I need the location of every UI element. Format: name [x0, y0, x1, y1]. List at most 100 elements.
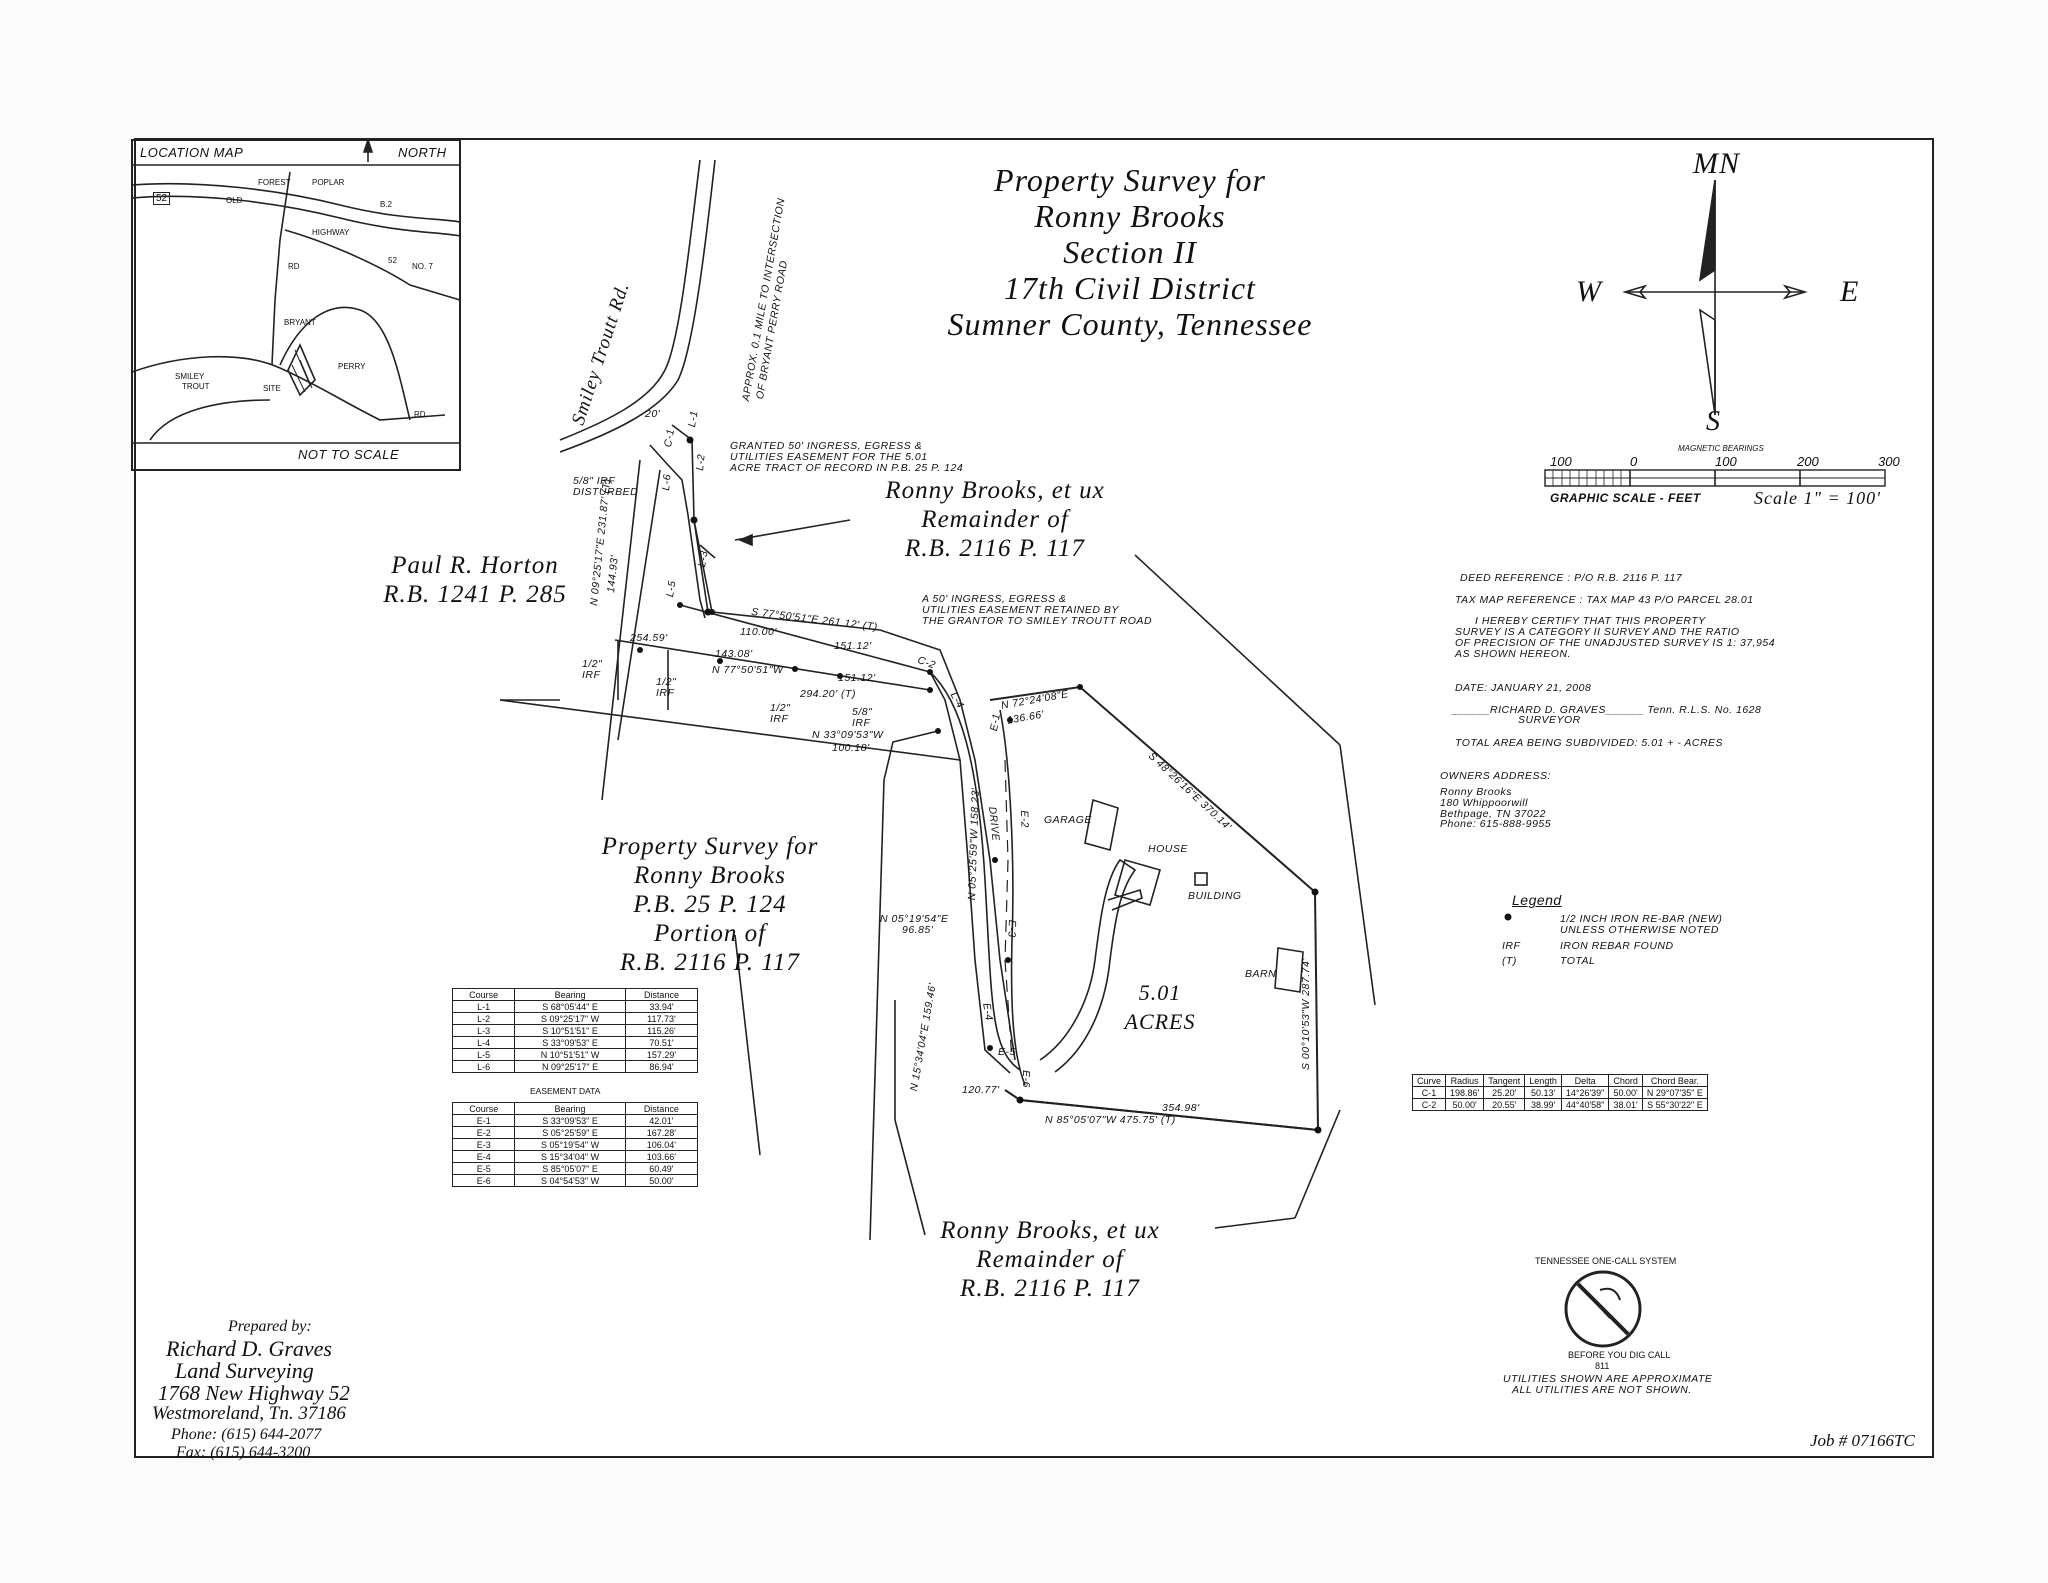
curve-table-header-5: Chord	[1608, 1074, 1643, 1087]
curve-table-header-0: Curve	[1411, 1074, 1447, 1087]
total-area: TOTAL AREA BEING SUBDIVIDED: 5.01 + - AC…	[1455, 737, 1724, 749]
easement-e6-label: E-6	[1020, 1070, 1032, 1088]
road-width-20: 20'	[645, 408, 661, 420]
easement-e3-label: E-3	[1005, 919, 1018, 938]
loc-label-rd2: RD	[414, 410, 426, 419]
magnetic-bearings-note: MAGNETIC BEARINGS	[1678, 444, 1764, 453]
line-table-cell: N 10°51'51" W	[514, 1048, 626, 1061]
distance-294: 294.20' (T)	[800, 688, 856, 700]
survey-title: Property Survey for Ronny Brooks Section…	[800, 162, 1460, 342]
distance-110: 110.00'	[740, 626, 777, 638]
irf-b-line-1: 1/2"	[656, 676, 677, 688]
scale-tick-3: 200	[1797, 454, 1819, 469]
irf-disturbed-line-2: DISTURBED	[573, 486, 639, 498]
course-l2: L-2	[694, 453, 708, 472]
line-table-cell: 157.29'	[624, 1048, 699, 1061]
before-you-dig: BEFORE YOU DIG CALL	[1568, 1350, 1671, 1360]
compass-mn-label: MN	[1693, 147, 1740, 180]
line-table-cell: S 10°51'51" E	[514, 1024, 626, 1037]
line-table-cell: 33.94'	[624, 1000, 699, 1013]
acres-value: 5.01	[1138, 980, 1182, 1005]
line-table-cell: L-4	[451, 1036, 516, 1049]
irf-a-line-1: 1/2"	[582, 658, 603, 670]
ronny-brooks-remainder-top: Ronny Brooks, et ux Remainder of R.B. 21…	[845, 476, 1145, 563]
easement-table-cell: S 05°25'59" E	[514, 1126, 626, 1139]
curve-table-header-2: Tangent	[1483, 1074, 1526, 1087]
curve-table-cell: 44°40'58"	[1560, 1098, 1610, 1111]
line-table-cell: L-2	[451, 1012, 516, 1025]
location-map-heading: LOCATION MAP	[140, 145, 244, 160]
irf-c-line-2: IRF	[770, 713, 789, 725]
granted-easement-line-1: GRANTED 50' INGRESS, EGRESS &	[730, 440, 923, 452]
loc-label-forest: FOREST	[258, 178, 291, 187]
retained-easement-line-1: A 50' INGRESS, EGRESS &	[922, 593, 1067, 605]
certification-line-3: OF PRECISION OF THE UNADJUSTED SURVEY IS…	[1455, 637, 1776, 649]
curve-table-cell: 20.55'	[1483, 1098, 1526, 1111]
easement-table-header-1: Bearing	[514, 1102, 626, 1115]
curve-table-header-6: Chord Bear.	[1641, 1074, 1708, 1087]
utilities-approximate: UTILITIES SHOWN ARE APPROXIMATE	[1503, 1373, 1713, 1385]
acres-unit: ACRES	[1124, 1009, 1196, 1034]
ronny-brooks-remainder-bottom: Ronny Brooks, et ux Remainder of R.B. 21…	[900, 1216, 1200, 1303]
paul-horton-parcel: Paul R. Horton R.B. 1241 P. 285	[360, 551, 590, 609]
ps-line-4: Portion of	[653, 920, 767, 947]
loc-label-poplar: POPLAR	[312, 178, 345, 187]
easement-table-cell: E-4	[451, 1150, 516, 1163]
easement-table-cell: 42.01'	[624, 1114, 699, 1127]
easement-table-cell: E-6	[451, 1174, 516, 1187]
call-811: 811	[1595, 1361, 1610, 1371]
legend-rebar-line-1: 1/2 INCH IRON RE-BAR (NEW)	[1560, 913, 1723, 925]
curve-table-cell: S 55°30'22" E	[1641, 1098, 1708, 1111]
owner-city: Bethpage, TN 37022	[1440, 808, 1546, 820]
line-table-header-2: Distance	[624, 988, 699, 1001]
owner-name: Ronny Brooks	[1440, 786, 1512, 798]
compass-east-label: E	[1840, 275, 1860, 308]
title-line-1: Property Survey for	[994, 162, 1266, 198]
tract-acreage: 5.01 ACRES	[1110, 978, 1210, 1036]
surveyor-firm: Land Surveying	[175, 1358, 314, 1383]
horton-line-1: Paul R. Horton	[391, 552, 559, 579]
loc-label-hwy-no: 52	[388, 256, 397, 265]
distance-120: 120.77'	[962, 1084, 1000, 1096]
easement-table-cell: 103.66'	[624, 1150, 699, 1163]
loc-label-old: OLD	[226, 196, 243, 205]
building-label: BUILDING	[1188, 890, 1242, 902]
rb-bot-line-3: R.B. 2116 P. 117	[960, 1275, 1140, 1302]
ps-line-3: P.B. 25 P. 124	[633, 891, 787, 918]
job-number: Job # 07166TC	[1810, 1431, 1915, 1450]
distance-143: 143.08'	[715, 648, 753, 660]
curve-table-cell: 198.86'	[1445, 1086, 1485, 1099]
curve-table-cell: 25.20'	[1483, 1086, 1526, 1099]
curve-table-header-3: Length	[1524, 1074, 1562, 1087]
legend-irf-value: IRON REBAR FOUND	[1560, 940, 1674, 952]
location-map-north: NORTH	[398, 145, 447, 160]
title-line-5: Sumner County, Tennessee	[947, 306, 1313, 342]
easement-table-cell: 60.49'	[624, 1162, 699, 1175]
barn-label: BARN	[1245, 968, 1277, 980]
curve-table-cell: N 29°07'35" E	[1641, 1086, 1708, 1099]
location-map-box	[131, 139, 461, 471]
bearing-n77: N 77°50'51"W	[712, 664, 784, 676]
owner-street: 180 Whippoorwill	[1440, 797, 1528, 809]
scale-tick-1: 0	[1630, 454, 1638, 469]
graphic-scale-label: GRAPHIC SCALE - FEET	[1550, 491, 1701, 505]
house-label: HOUSE	[1148, 843, 1188, 855]
distance-96: 96.85'	[902, 924, 934, 936]
irf-d-line-1: 5/8"	[852, 706, 873, 718]
bearing-n0519: N 05°19'54"E	[880, 913, 949, 925]
irf-d-line-2: IRF	[852, 717, 871, 729]
loc-label-rd1: RD	[288, 262, 300, 271]
easement-table-header-0: Course	[451, 1102, 516, 1115]
